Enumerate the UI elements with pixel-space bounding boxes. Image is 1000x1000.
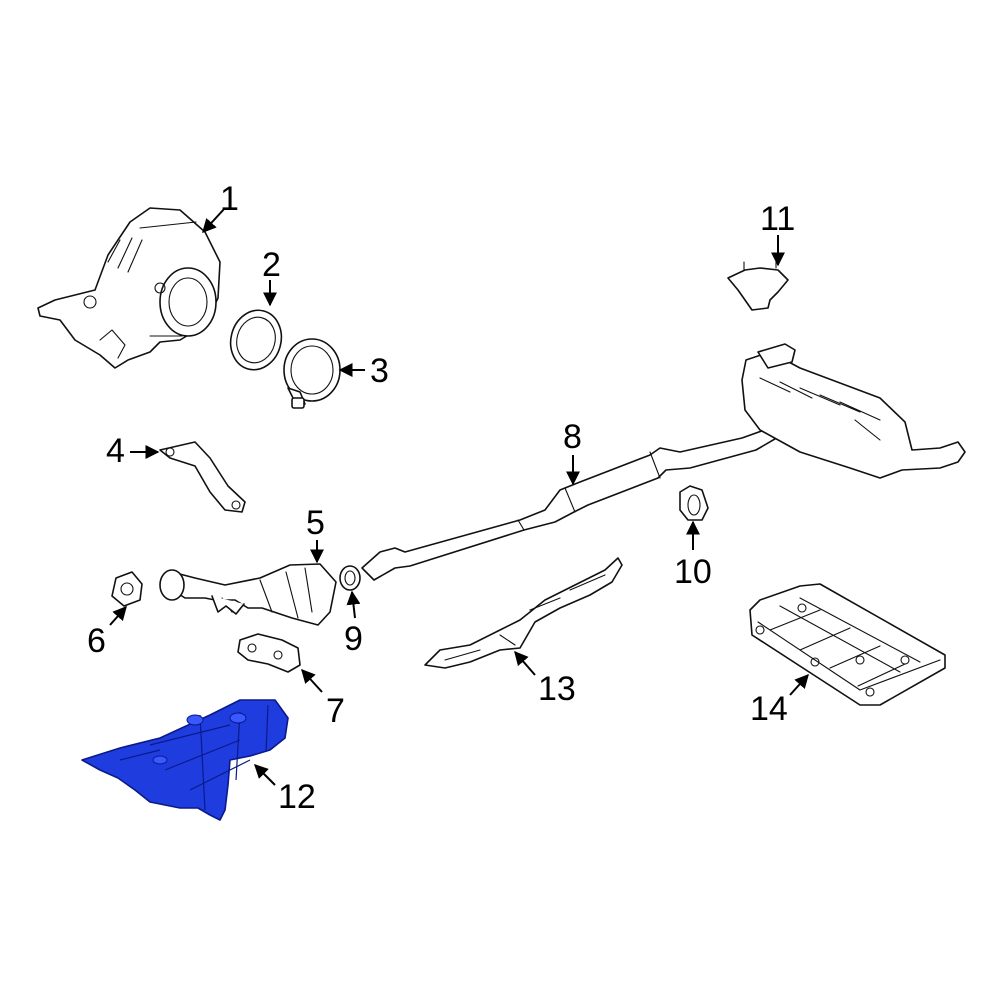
callout-labels: 1 2 3 4 5 6 7 8 9 10 11 12 13 14 (87, 180, 795, 816)
part-6-flange-gasket[interactable] (111, 571, 143, 607)
callout-7[interactable]: 7 (326, 692, 345, 730)
callout-12[interactable]: 12 (278, 778, 316, 816)
part-13-heat-shield[interactable] (424, 557, 623, 669)
part-2-gasket[interactable] (224, 305, 288, 376)
part-11-hanger[interactable] (727, 257, 789, 311)
callout-1[interactable]: 1 (220, 180, 239, 218)
part-1-converter-housing[interactable] (37, 207, 221, 369)
part-9-gasket[interactable] (339, 565, 361, 591)
leader-lines (109, 207, 809, 786)
callout-3[interactable]: 3 (370, 352, 389, 390)
part-3-clamp[interactable] (283, 338, 341, 409)
part-8-pipe-and-muffler[interactable] (361, 343, 966, 581)
callout-6[interactable]: 6 (87, 622, 106, 660)
part-14-underbody-shield[interactable] (749, 583, 946, 706)
callout-2[interactable]: 2 (262, 246, 281, 284)
callout-4[interactable]: 4 (106, 432, 125, 470)
part-5-catalytic-converter[interactable] (159, 563, 337, 626)
callout-9[interactable]: 9 (344, 620, 363, 658)
heat-shield-highlight (81, 699, 289, 821)
part-7-bracket[interactable] (237, 633, 301, 673)
callout-5[interactable]: 5 (306, 504, 325, 542)
callout-10[interactable]: 10 (674, 553, 712, 591)
part-12-heat-shield[interactable] (81, 699, 289, 821)
callout-11[interactable]: 11 (760, 200, 795, 238)
callout-14[interactable]: 14 (750, 690, 788, 728)
part-4-bracket[interactable] (159, 441, 246, 513)
callout-8[interactable]: 8 (563, 418, 582, 456)
callout-13[interactable]: 13 (538, 670, 576, 708)
part-10-isolator[interactable] (679, 485, 709, 521)
